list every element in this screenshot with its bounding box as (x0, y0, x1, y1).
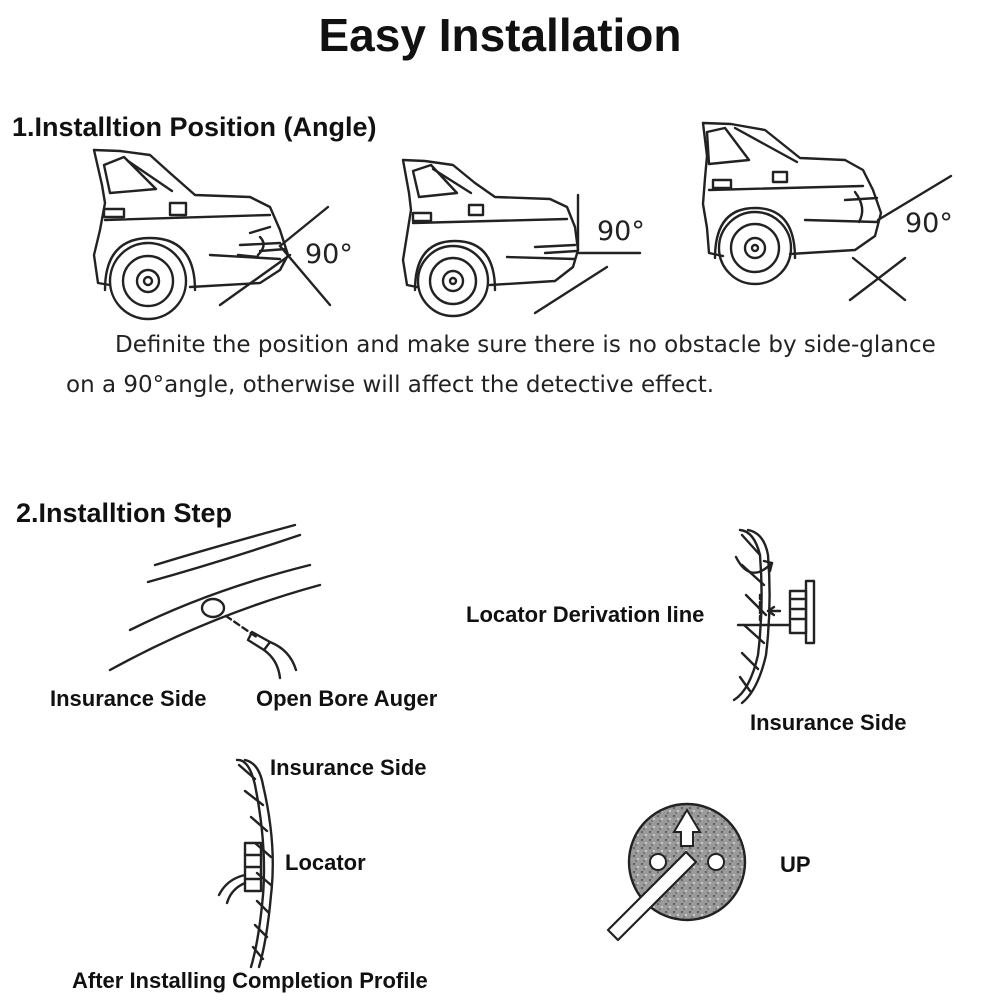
step2-label-locator-derivation-line: Locator Derivation line (466, 602, 705, 627)
angle-label-2: 90° (597, 216, 645, 247)
section2-heading: 2.Installtion Step (16, 498, 233, 528)
car-diagram-1: 90° (92, 148, 353, 321)
step2-locator-derivation-diagram (732, 528, 816, 705)
page-title: Easy Installation (318, 9, 682, 61)
description-line-2: on a 90°angle, otherwise will affect the… (66, 372, 715, 398)
step3-label-insurance-side: Insurance Side (270, 755, 427, 780)
step1-label-open-bore-auger: Open Bore Auger (256, 686, 438, 711)
section1-heading: 1.Installtion Position (Angle) (12, 112, 377, 142)
step4-label-up: UP (780, 852, 811, 877)
step2-label-insurance-side: Insurance Side (750, 710, 907, 735)
car-diagram-3: 90° (701, 121, 953, 302)
car-diagram-2: 90° (401, 158, 645, 318)
step3-label-after-installing-completion-profile: After Installing Completion Profile (72, 968, 428, 993)
step3-installed-profile-diagram (217, 758, 274, 969)
step3-label-locator: Locator (285, 850, 366, 875)
step1-bumper-drill-diagram (108, 523, 322, 680)
description-line-1: Definite the position and make sure ther… (115, 332, 936, 358)
step4-sensor-up-diagram (606, 802, 747, 942)
step1-label-insurance-side: Insurance Side (50, 686, 207, 711)
angle-label-3: 90° (905, 208, 953, 239)
angle-label-1: 90° (305, 239, 353, 270)
